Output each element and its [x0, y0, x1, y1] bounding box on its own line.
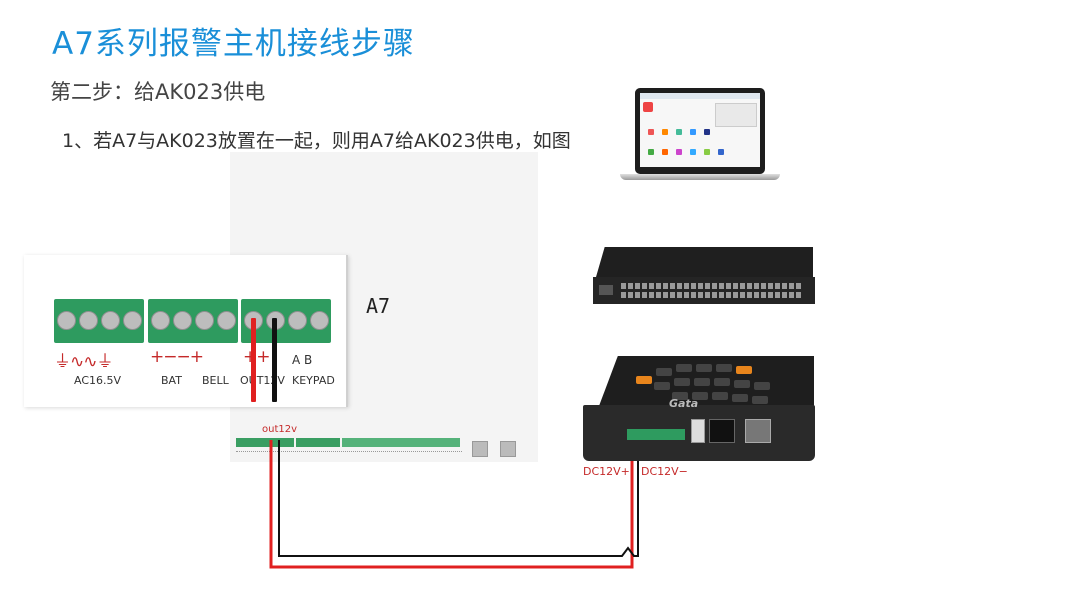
board-port — [500, 441, 516, 457]
screw-terminal — [288, 311, 307, 330]
board-terminal-strip — [296, 438, 340, 447]
label-out12v: OUT12V — [240, 374, 285, 387]
usb-port — [691, 419, 705, 443]
screw-terminal — [151, 311, 170, 330]
out12v-symbols: ++ — [243, 347, 270, 367]
screw-terminal — [57, 311, 76, 330]
label-ac16-5v: AC16.5V — [74, 374, 122, 387]
terminal-block-out-keypad — [241, 299, 331, 343]
dc12v-plus-label: DC12V+ — [583, 465, 630, 478]
optical-port — [709, 419, 735, 443]
a7-terminal-zoom: ⏚∿∿⏚ +−−+ ++ A B AC16.5V BAT BELL OUT12V… — [24, 255, 348, 407]
bat-symbols: +−−+ — [150, 347, 204, 367]
laptop-image — [635, 88, 765, 174]
board-zone-strip — [342, 438, 460, 447]
screw-terminal — [123, 311, 142, 330]
dc-terminal-block — [627, 429, 685, 440]
board-terminal-labels — [236, 451, 462, 458]
laptop-screen-content — [640, 93, 760, 167]
out12v-board-label: out12v — [262, 424, 298, 435]
dc12v-minus-label: DC12V− — [641, 465, 688, 478]
terminal-block-bat-bell — [148, 299, 238, 343]
ak023-device-front: Gata — [583, 397, 815, 461]
a7-label: A7 — [366, 294, 391, 318]
ac-symbols: ⏚∿∿⏚ — [54, 352, 113, 372]
screw-terminal — [79, 311, 98, 330]
ethernet-port — [745, 419, 771, 443]
label-bell: BELL — [202, 374, 229, 387]
network-switch-image — [596, 247, 813, 277]
screw-terminal — [173, 311, 192, 330]
label-keypad: KEYPAD — [292, 374, 335, 387]
terminal-block-ac — [54, 299, 144, 343]
slide-title: A7系列报警主机接线步骤 — [52, 26, 415, 62]
ak023-device-image — [596, 356, 814, 414]
zoom-wire-positive — [251, 318, 256, 402]
step-note: 1、若A7与AK023放置在一起，则用A7给AK023供电，如图 — [62, 130, 571, 152]
board-terminal-strip — [236, 438, 294, 447]
step-heading: 第二步：给AK023供电 — [50, 80, 266, 104]
gata-logo: Gata — [669, 397, 699, 410]
screw-terminal — [310, 311, 329, 330]
laptop-base — [620, 174, 780, 180]
keypad-symbols: A B — [292, 353, 313, 367]
board-port — [472, 441, 488, 457]
network-switch-front — [593, 277, 815, 304]
label-bat: BAT — [161, 374, 182, 387]
screw-terminal — [217, 311, 236, 330]
screw-terminal — [195, 311, 214, 330]
zoom-wire-negative — [272, 318, 277, 402]
screw-terminal — [101, 311, 120, 330]
